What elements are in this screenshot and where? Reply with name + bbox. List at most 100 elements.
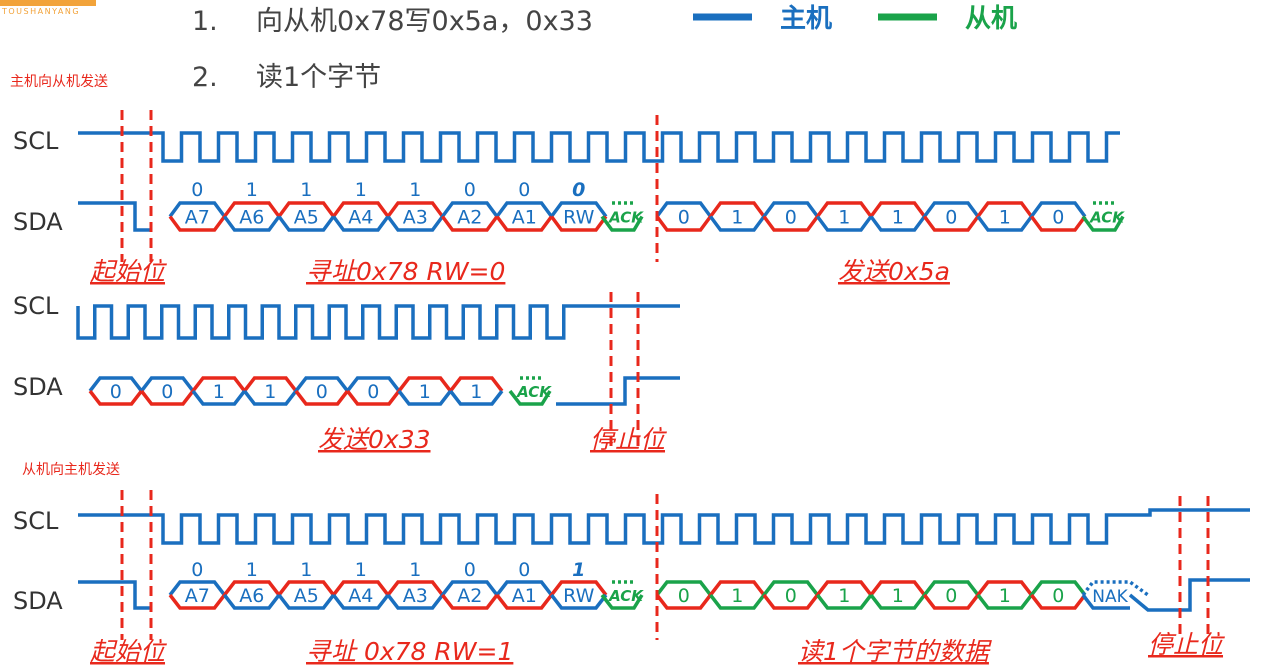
read-data-cell-edge-top [869, 580, 926, 597]
data-0x33-cell-value: 0 [161, 381, 173, 403]
data-0x5a-cell-edge-bottom [709, 215, 766, 232]
scl-wave-2 [76, 304, 680, 340]
data-0x5a-cell-edge-bottom [869, 215, 926, 232]
data-0x33-cell-value: 0 [110, 381, 122, 403]
data-0x5a-cell-edge-bottom [976, 215, 1033, 232]
addr-cell-edge-top [495, 201, 553, 218]
addr-cell-edge-bottom [386, 215, 444, 232]
read-addr-cell-value: A6 [239, 585, 264, 607]
data-0x5a-cell-edge-top [923, 201, 980, 218]
read-addr-bit: 0 [464, 559, 476, 581]
read-data-cell-edge-top [655, 580, 712, 597]
read-addr-bit: 1 [355, 559, 367, 581]
addr-bit: 0 [518, 179, 530, 201]
addr-cell-value: A5 [294, 207, 319, 229]
data-0x33-cell-value: 1 [264, 381, 276, 403]
addr-cell-edge-bottom [441, 215, 499, 232]
read-addr-cell-value: A3 [403, 585, 428, 607]
data-0x5a-cell-edge-top [976, 201, 1033, 218]
scl-label-1: SCL [13, 127, 59, 155]
data-0x5a-cell-edge-top [869, 201, 926, 218]
data-0x5a-cell-value: 0 [1052, 207, 1064, 229]
data-0x5a-cell-edge-bottom [762, 215, 819, 232]
data-0x5a-cell-edge-bottom [816, 215, 873, 232]
read-addr-cell-edge-bottom [550, 593, 608, 610]
data-0x5a-cell-edge-top [709, 201, 766, 218]
legend: 主机 从机 [693, 4, 1017, 34]
data-0x33-cell-edge-top [346, 376, 401, 393]
data-0x5a-cell-edge-bottom [923, 215, 980, 232]
sda-label-2: SDA [13, 373, 63, 401]
read-addr-cell-edge-top [550, 580, 608, 597]
read-data-cell-value: 1 [999, 585, 1011, 607]
nak-edge-bottom [1081, 593, 1130, 610]
addr-cell-edge-top [550, 201, 608, 218]
read-addr-cell-edge-top [441, 580, 499, 597]
read-data-cell-edge-bottom [976, 593, 1033, 610]
read-data-cell-edge-bottom [869, 593, 926, 610]
read-addr-bit: 1 [409, 559, 421, 581]
data-0x33-cell-value: 1 [419, 381, 431, 403]
legend-slave-label: 从机 [965, 4, 1017, 34]
addr-cell-edge-bottom [332, 215, 390, 232]
read-addr-cell-edge-top [168, 580, 226, 597]
data-0x5a-cell-edge-top [762, 201, 819, 218]
data-0x33-cell-edge-bottom [449, 389, 504, 406]
addr-cell-edge-top [441, 201, 499, 218]
waveforms [76, 131, 1250, 612]
logo: TOUSHANYANG [0, 0, 96, 16]
item2-text: 读1个字节 [256, 62, 381, 93]
header-list: 1. 向从机0x78写0x5a，0x33 2. 读1个字节 [192, 6, 593, 93]
data-0x33-cell-edge-top [88, 376, 143, 393]
read-data-cell-edge-bottom [762, 593, 819, 610]
ack-2-edge-bottom [1081, 215, 1125, 232]
data-0x5a-cell-edge-top [816, 201, 873, 218]
read-data-cell-value: 0 [785, 585, 797, 607]
read-data-cell-value: 1 [892, 585, 904, 607]
data-0x33-cell-edge-bottom [191, 389, 246, 406]
ack-3-label: ACK [516, 383, 552, 401]
read-data-cell-edge-top [762, 580, 819, 597]
read-addr-bit: 0 [191, 559, 203, 581]
read-addr-cell-edge-bottom [495, 593, 553, 610]
sda-label-1: SDA [13, 208, 63, 236]
read-addr-cell-value: A2 [457, 585, 482, 607]
marker-lines [120, 110, 1210, 640]
read-addr-cell-edge-bottom [441, 593, 499, 610]
addr-cell-value: A1 [512, 207, 537, 229]
data-0x33-cell-value: 0 [316, 381, 328, 403]
read-addr-cell-edge-top [386, 580, 444, 597]
read-data-cell-edge-bottom [923, 593, 980, 610]
read-data-cell-edge-bottom [709, 593, 766, 610]
read-data-cell-value: 0 [1052, 585, 1064, 607]
caption-read-byte: 读1个字节的数据 [798, 637, 993, 666]
read-data-cell-edge-top [816, 580, 873, 597]
data-0x5a-cell-value: 1 [892, 207, 904, 229]
read-data-cell-value: 0 [678, 585, 690, 607]
data-0x33-cell-edge-bottom [140, 389, 195, 406]
sda-stop-1 [556, 376, 680, 406]
sda-start-1 [78, 201, 150, 232]
read-addr-bit: 1 [246, 559, 258, 581]
caption-start-2: 起始位 [90, 637, 167, 666]
addr-bit: 0 [464, 179, 476, 201]
read-addr-cell-value: RW [563, 585, 594, 607]
data-0x5a-cell-edge-bottom [655, 215, 712, 232]
legend-master-label: 主机 [780, 4, 832, 34]
read-addr-cell-edge-bottom [332, 593, 390, 610]
read-addr-bit: 1 [572, 559, 585, 581]
read-addr-cell-edge-bottom [168, 593, 226, 610]
read-data-cell-edge-bottom [655, 593, 712, 610]
caption-start-1: 起始位 [90, 257, 167, 286]
read-section-caption: 从机向主机发送 [22, 462, 120, 478]
ack-2-label: ACK [1089, 209, 1125, 227]
data-0x33-cell-edge-top [191, 376, 246, 393]
data-0x5a-cell-value: 1 [999, 207, 1011, 229]
addr-bit: 1 [409, 179, 421, 201]
read-addr-cell-value: A5 [294, 585, 319, 607]
read-addr-cell-value: A7 [185, 585, 210, 607]
read-addr-cell-edge-bottom [223, 593, 281, 610]
addr-cell-value: A2 [457, 207, 482, 229]
nak-label: NAK [1092, 587, 1128, 607]
addr-bit: 1 [246, 179, 258, 201]
